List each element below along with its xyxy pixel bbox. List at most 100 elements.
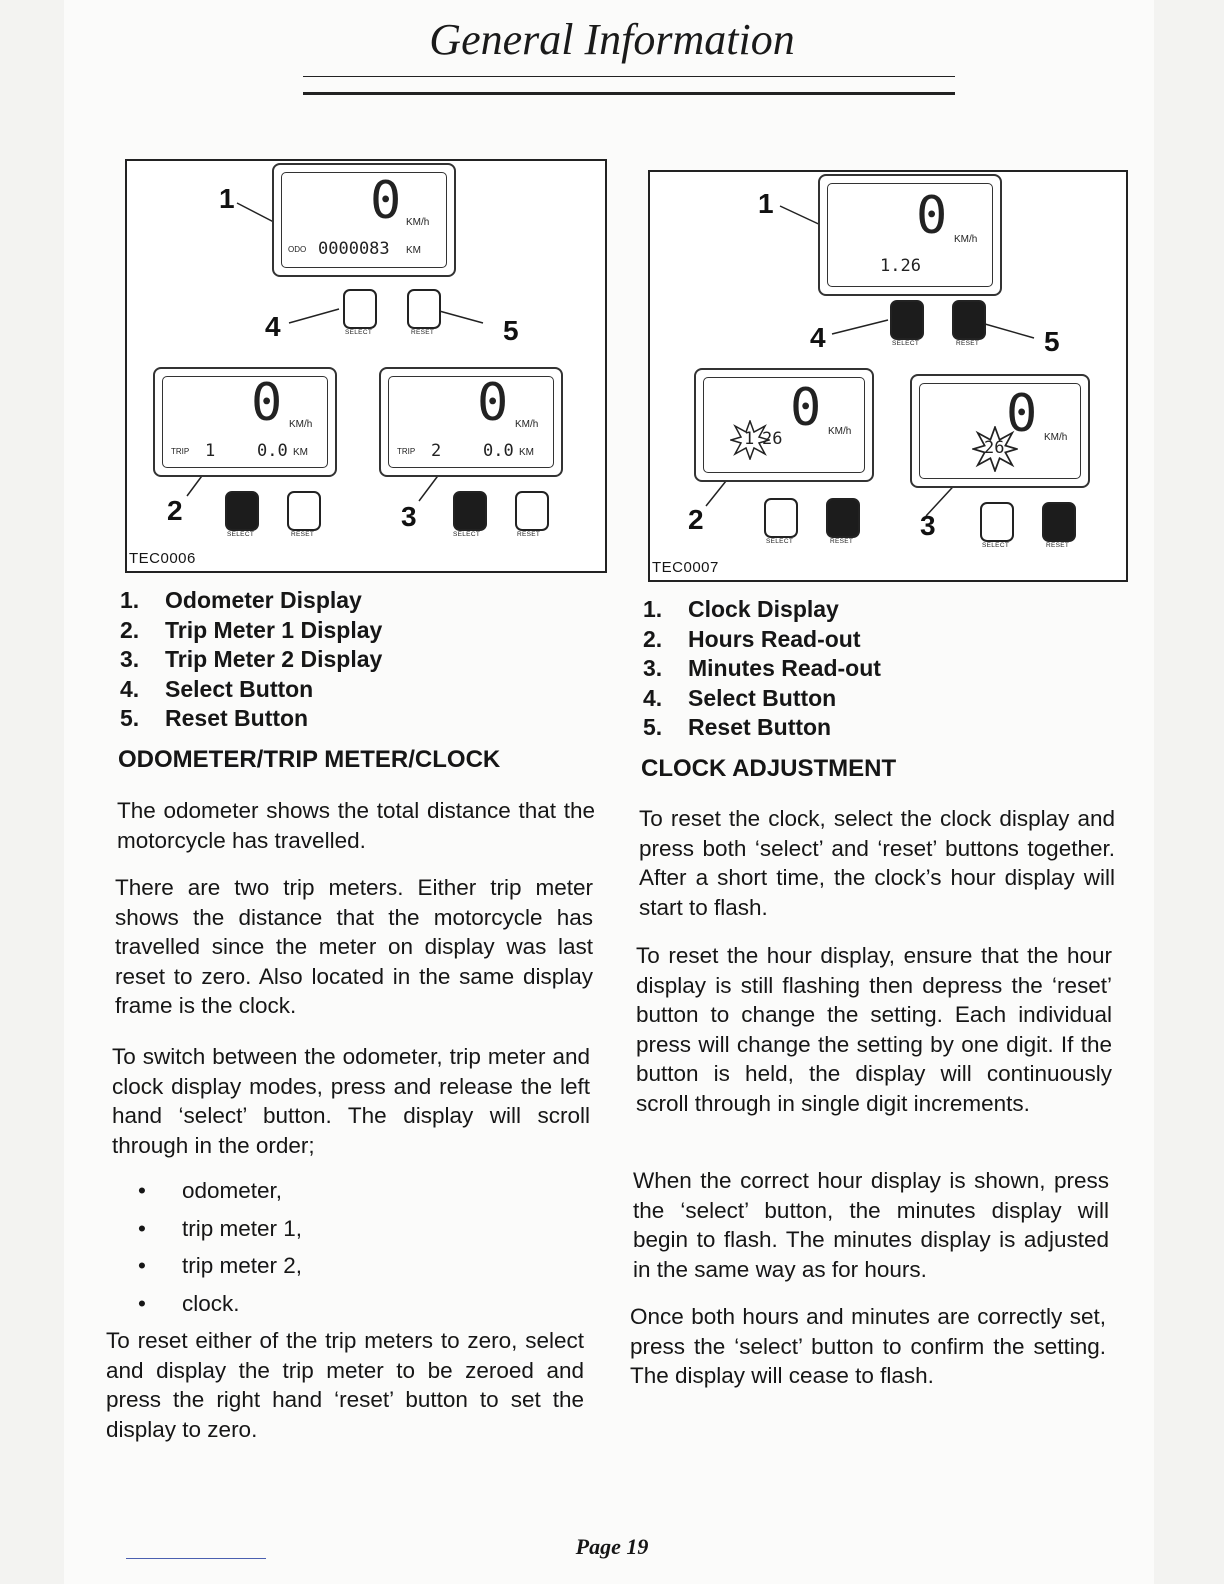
minutes-display: 0 KM/h 26 (910, 374, 1090, 488)
legend-item: 3.Minutes Read-out (643, 655, 881, 681)
trip-meter-1-display: 0 KM/h TRIP 1 0.0 KM (153, 367, 337, 477)
odometer-display: 0 KM/h ODO 0000083 KM (272, 163, 456, 277)
speed-readout: 0 (790, 378, 822, 438)
legend-item: 5.Reset Button (120, 705, 309, 731)
distance-unit: KM (519, 447, 534, 458)
select-button-label: SELECT (982, 542, 1010, 549)
reset-button-label: RESET (956, 340, 980, 347)
select-button-label: SELECT (892, 340, 920, 347)
odometer-readout: 0000083 (318, 239, 390, 259)
legend-item: 4.Select Button (643, 684, 837, 711)
reset-button-label: RESET (411, 329, 435, 336)
mode-indicator: TRIP (397, 447, 416, 456)
page-title: General Information (429, 15, 795, 64)
speed-readout: 0 (1006, 384, 1038, 444)
scan-edge-mark (126, 1558, 266, 1559)
list-item: •trip meter 1, (138, 1215, 303, 1241)
reset-button-label: RESET (830, 538, 854, 545)
select-button-label: SELECT (227, 531, 255, 538)
legend-item: 5.Reset Button (643, 714, 832, 740)
callout-1: 1 (758, 188, 774, 219)
reset-button[interactable] (515, 491, 549, 531)
list-item: •clock. (138, 1290, 240, 1316)
select-button-label: SELECT (766, 538, 794, 545)
callout-4: 4 (265, 311, 281, 342)
speed-unit: KM/h (289, 419, 313, 430)
paragraph: To reset the clock, select the clock dis… (639, 806, 1115, 920)
speed-unit: KM/h (954, 234, 978, 245)
callout-5: 5 (1044, 326, 1060, 357)
reset-button[interactable] (952, 300, 986, 340)
figure-legend-right: 1.Clock Display 2.Hours Read-out 3.Minut… (643, 595, 881, 743)
speed-unit: KM/h (515, 419, 539, 430)
select-button-label: SELECT (345, 329, 373, 336)
page-number: Page 19 (575, 1534, 649, 1559)
callout-2: 2 (167, 495, 183, 526)
callout-5: 5 (503, 315, 519, 346)
trip-meter-2-display: 0 KM/h TRIP 2 0.0 KM (379, 367, 563, 477)
legend-item: 1.Odometer Display (120, 587, 362, 613)
list-item: •trip meter 2, (138, 1253, 303, 1278)
legend-item: 1.Clock Display (643, 596, 839, 622)
section-heading: CLOCK ADJUSTMENT (641, 755, 897, 782)
reset-button-label: RESET (291, 531, 315, 538)
trip-number: 1 (205, 441, 216, 461)
reset-button[interactable] (407, 289, 441, 329)
reset-button-label: RESET (517, 531, 541, 538)
paragraph: Once both hours and minutes are correctl… (630, 1304, 1106, 1388)
title-rule-thick (303, 92, 955, 95)
lcd-frame (388, 376, 554, 468)
speed-unit: KM/h (406, 217, 430, 228)
paragraph: When the correct hour display is shown, … (633, 1168, 1109, 1282)
paragraph: There are two trip meters. Either trip m… (115, 875, 593, 1018)
callout-3: 3 (920, 510, 936, 541)
select-button[interactable] (764, 498, 798, 538)
select-button[interactable] (980, 502, 1014, 542)
lcd-frame (162, 376, 328, 468)
figure-legend-left: 1.Odometer Display 2.Trip Meter 1 Displa… (120, 586, 382, 734)
trip-distance: 0.0 (257, 441, 288, 461)
speed-unit: KM/h (828, 426, 852, 437)
reset-button[interactable] (1042, 502, 1076, 542)
callout-4: 4 (810, 322, 826, 353)
legend-item: 4.Select Button (120, 675, 314, 702)
minutes-readout: 26 (984, 438, 1005, 458)
paragraph: The odometer shows the total distance th… (117, 798, 595, 853)
figure-odometer: 0 KM/h ODO 0000083 KM SELECT RESET 0 KM/… (125, 159, 607, 573)
speed-readout: 0 (251, 373, 283, 433)
speed-unit: KM/h (1044, 432, 1068, 443)
select-button[interactable] (225, 491, 259, 531)
lcd-frame (281, 172, 447, 268)
trip-number: 2 (431, 441, 442, 461)
lcd-frame (827, 183, 993, 287)
legend-item: 2.Trip Meter 1 Display (120, 616, 383, 643)
select-button-label: SELECT (453, 531, 481, 538)
figure-clock: 0 KM/h 1.26 SELECT RESET 0 KM/h 1 26 SEL… (648, 170, 1128, 582)
reset-button-label: RESET (1046, 542, 1070, 549)
title-rule-thin (303, 76, 955, 77)
paragraph: To reset the hour display, ensure that t… (636, 943, 1112, 1116)
display-order-list: •odometer, •trip meter 1, •trip meter 2,… (138, 1172, 302, 1322)
mode-indicator: ODO (288, 245, 307, 254)
distance-unit: KM (406, 245, 421, 256)
legend-item: 2.Hours Read-out (643, 625, 861, 652)
callout-2: 2 (688, 504, 704, 535)
paragraph: To switch between the odometer, trip met… (112, 1044, 590, 1158)
reset-button[interactable] (287, 491, 321, 531)
speed-readout: 0 (477, 373, 509, 433)
select-button[interactable] (343, 289, 377, 329)
legend-item: 3.Trip Meter 2 Display (120, 646, 383, 672)
section-heading: ODOMETER/TRIP METER/CLOCK (118, 746, 501, 773)
hours-display: 0 KM/h 1 26 (694, 368, 874, 482)
lcd-frame (919, 383, 1081, 479)
select-button[interactable] (453, 491, 487, 531)
clock-readout: 1.26 (880, 256, 921, 276)
callout-3: 3 (401, 501, 417, 532)
mode-indicator: TRIP (171, 447, 190, 456)
clock-display: 0 KM/h 1.26 (818, 174, 1002, 296)
reset-button[interactable] (826, 498, 860, 538)
paragraph: To reset either of the trip meters to ze… (106, 1328, 584, 1442)
speed-readout: 0 (370, 171, 402, 231)
select-button[interactable] (890, 300, 924, 340)
callout-1: 1 (219, 183, 235, 214)
